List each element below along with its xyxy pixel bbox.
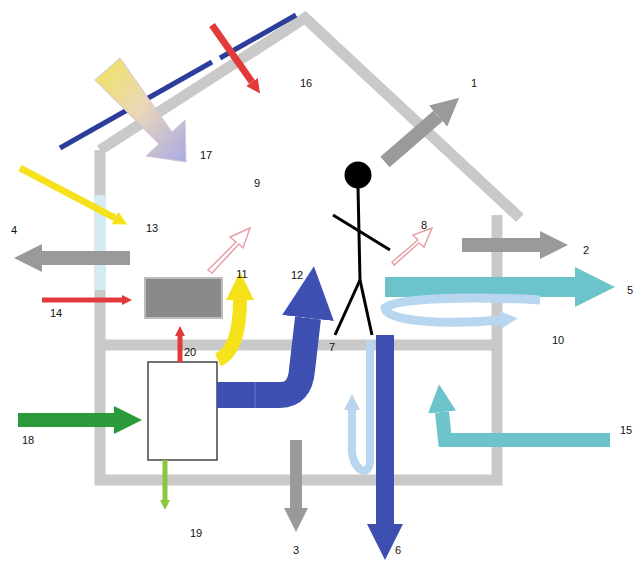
waste-water-recovery-swirl: [352, 340, 370, 471]
callout-number: 19: [190, 528, 202, 539]
heat-loss-arrow: [42, 251, 130, 265]
callout-number: 7: [329, 342, 335, 353]
generator-loss-arrow: [163, 460, 168, 500]
callout-number: 4: [11, 225, 17, 236]
heat-loss-arrow: [462, 238, 540, 252]
callout-number: 18: [22, 435, 34, 446]
solar-gain-arrow: [95, 58, 186, 162]
internal-gain-arrow: [208, 228, 250, 273]
heater-unit: [145, 278, 222, 318]
internal-gain-arrow: [392, 228, 432, 265]
duct-joint: [254, 382, 256, 408]
callout-number: 13: [146, 223, 158, 234]
solar-thermal-arrow: [212, 25, 252, 82]
callout-number: 14: [50, 308, 62, 319]
auxiliary-energy-arrow: [178, 336, 183, 362]
electricity-arrow: [42, 298, 122, 303]
callout-number: 20: [184, 347, 196, 358]
person-arms: [333, 215, 390, 250]
callout-number: 2: [583, 245, 589, 256]
solar-window-arrow: [20, 168, 115, 218]
callout-number: 16: [300, 78, 312, 89]
hot-water-arrow: [218, 300, 240, 360]
person-leg: [335, 280, 360, 335]
callout-number: 5: [627, 285, 633, 296]
heating-duct-arrow: [217, 318, 308, 395]
fuel-input-arrow: [18, 413, 114, 427]
fresh-air-arrow: [442, 412, 610, 440]
callout-number: 15: [620, 425, 632, 436]
heat-generator-box: [148, 362, 217, 460]
callout-number: 3: [293, 545, 299, 556]
house-roof: [100, 18, 520, 218]
callout-number: 11: [236, 269, 247, 280]
person-body: [358, 187, 360, 280]
heat-recovery-swirl: [385, 298, 540, 322]
person-head: [346, 163, 370, 187]
callout-number: 9: [254, 178, 260, 189]
callout-number: 6: [395, 545, 401, 556]
heat-loss-arrow: [385, 116, 438, 162]
callout-number: 1: [471, 78, 477, 89]
callout-number: 10: [552, 335, 564, 346]
heat-loss-arrow: [290, 440, 302, 508]
callout-number: 17: [200, 150, 212, 161]
callout-number: 12: [291, 270, 303, 281]
callout-number: 8: [421, 220, 427, 231]
waste-water-arrow: [376, 335, 394, 524]
person-leg: [360, 280, 372, 335]
